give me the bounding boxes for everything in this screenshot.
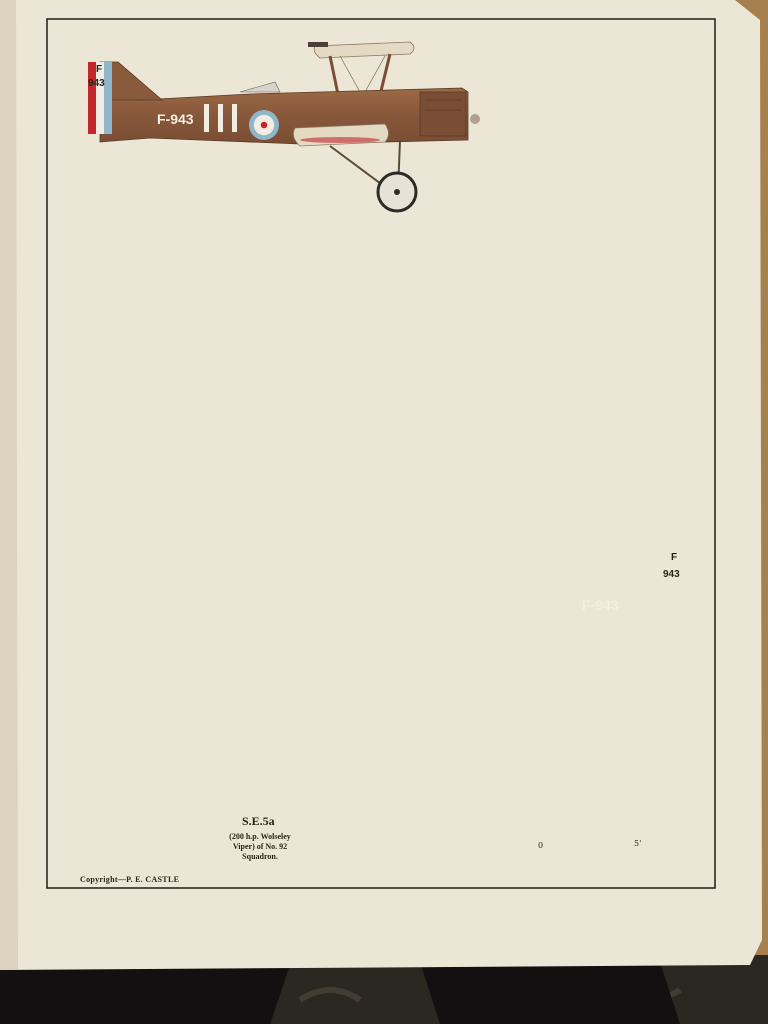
plate-border: [46, 18, 716, 889]
tail-letter-top: F: [96, 64, 103, 75]
dark-shadow-right: [420, 962, 680, 1024]
caption-line: Viper) of No. 92: [232, 842, 288, 851]
registration-top: F-943: [157, 111, 194, 127]
aircraft-title: S.E.5a: [242, 814, 275, 828]
book-page: [0, 0, 762, 970]
scale-start-label: 0: [538, 841, 544, 850]
tail-letter-bottom: F: [671, 552, 678, 563]
registration-bottom: F-943: [582, 597, 619, 613]
tail-number-bottom: 943: [663, 569, 680, 580]
caption-line: Squadron.: [242, 852, 278, 861]
caption-line: (200 h.p. Wolseley: [229, 832, 291, 841]
dark-shadow-left: [0, 965, 290, 1024]
scale-end-label: 5': [634, 839, 642, 848]
aircraft-caption: (200 h.p. Wolseley Viper) of No. 92 Squa…: [210, 832, 310, 862]
side-view-top: [88, 41, 480, 213]
copyright-notice: Copyright—P. E. CASTLE: [80, 875, 180, 884]
tail-number-top: 943: [88, 78, 105, 89]
